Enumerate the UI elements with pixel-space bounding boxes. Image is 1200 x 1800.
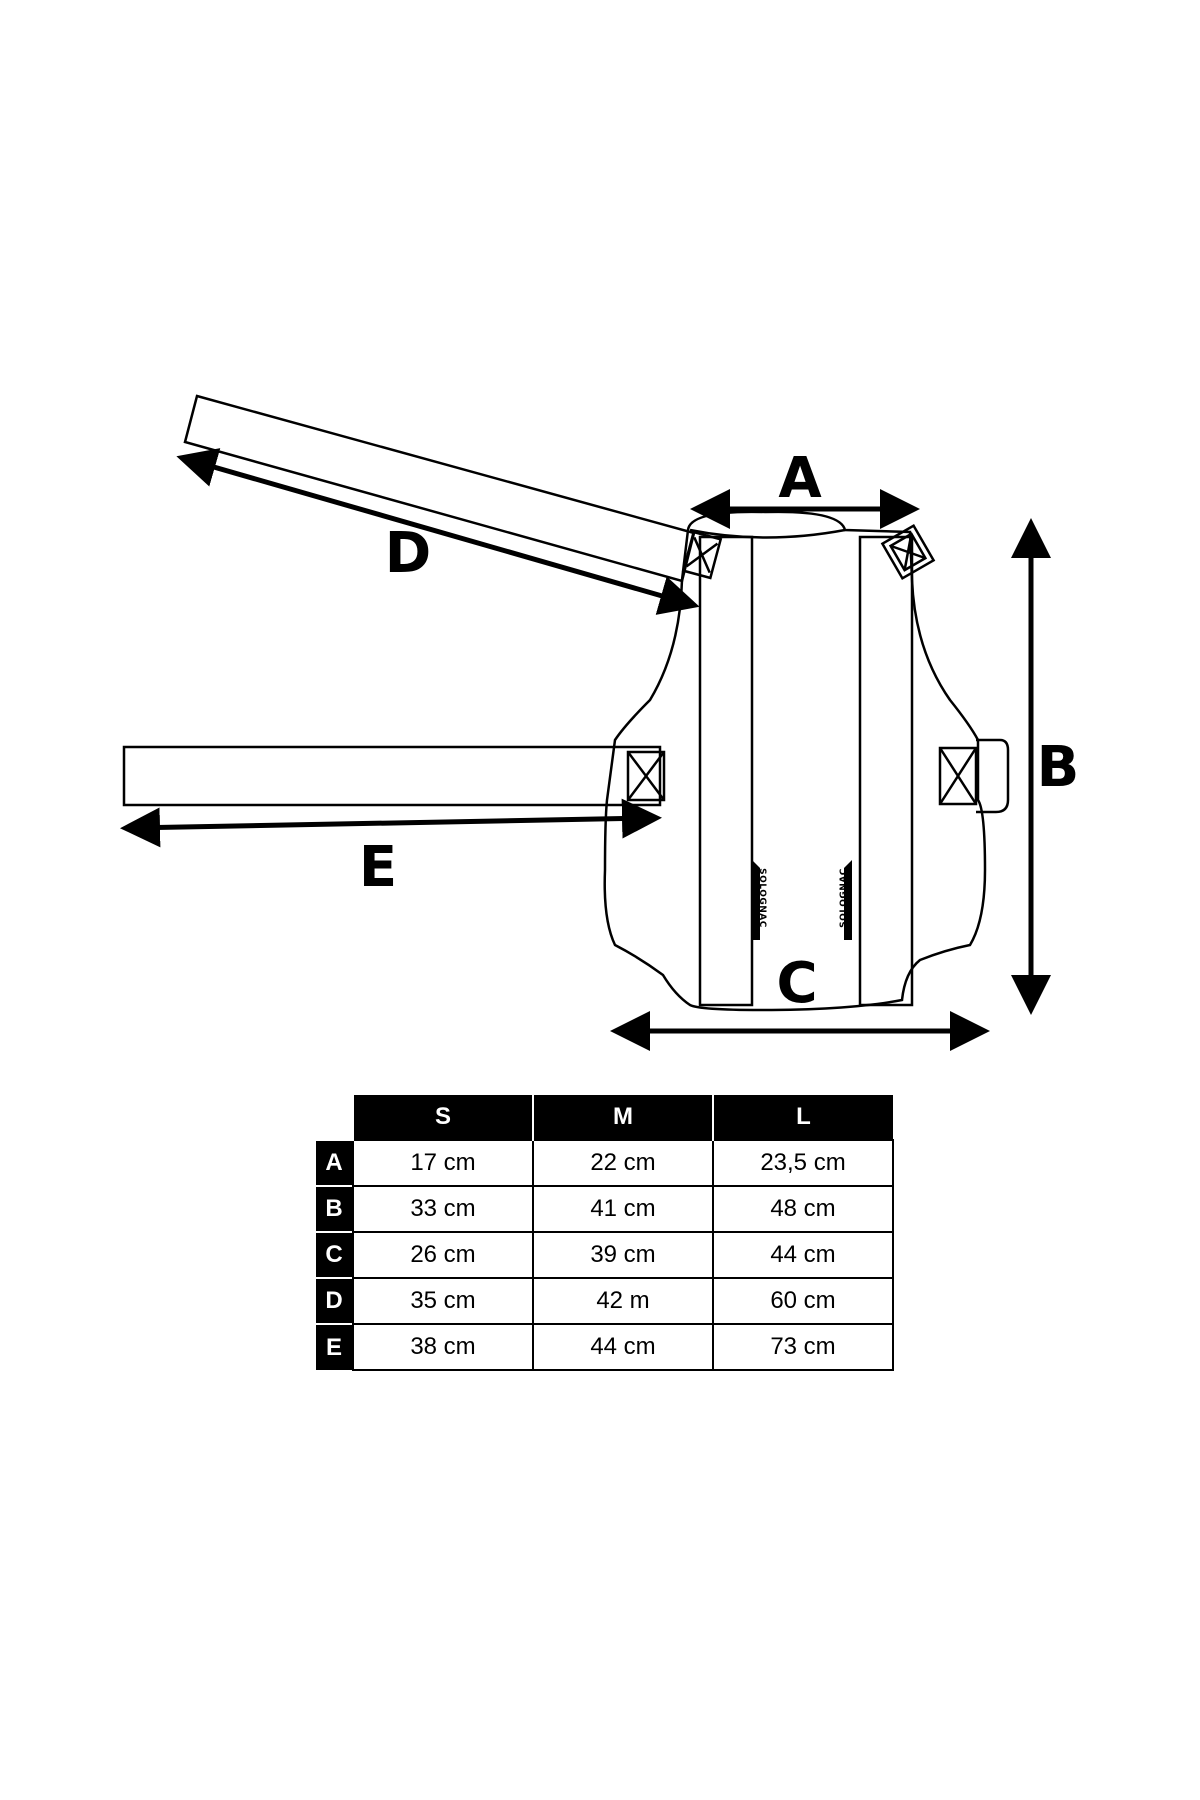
right-band-tab <box>844 860 852 940</box>
left-band-tab <box>752 860 760 940</box>
table-cell: 41 cm <box>532 1185 714 1233</box>
table-row: B 33 cm 41 cm 48 cm <box>316 1185 894 1233</box>
row-label-a: A <box>316 1139 353 1186</box>
left-brand-text: SOLOGNAC <box>757 868 767 928</box>
table-cell: 23,5 cm <box>712 1139 894 1187</box>
vest-body-outline <box>603 510 987 1012</box>
left-reflective-band <box>698 535 754 1007</box>
row-label-b: B <box>316 1185 353 1232</box>
table-cell: 73 cm <box>712 1323 894 1371</box>
right-reflective-band <box>858 535 914 1007</box>
table-cell: 60 cm <box>712 1277 894 1325</box>
row-label-e: E <box>316 1323 353 1370</box>
table-cell: 35 cm <box>352 1277 534 1325</box>
size-header-m: M <box>532 1095 713 1140</box>
table-cell: 44 cm <box>532 1323 714 1371</box>
size-header-l: L <box>712 1095 893 1140</box>
row-label-c: C <box>316 1231 353 1278</box>
vest-neck-line <box>689 528 846 539</box>
dimension-arrow-d <box>176 448 700 615</box>
table-cell: 26 cm <box>352 1231 534 1279</box>
table-row: A 17 cm 22 cm 23,5 cm <box>316 1139 894 1187</box>
table-row: E 38 cm 44 cm 73 cm <box>316 1323 894 1371</box>
dimension-label-b: B <box>1037 735 1080 800</box>
table-cell: 42 m <box>532 1277 714 1325</box>
right-shoulder-buckle <box>880 523 936 581</box>
table-row: C 26 cm 39 cm 44 cm <box>316 1231 894 1279</box>
right-brand-text: SOLOGNAC <box>839 868 849 928</box>
table-cell: 48 cm <box>712 1185 894 1233</box>
table-row: D 35 cm 42 m 60 cm <box>316 1277 894 1325</box>
dimension-label-e: E <box>359 835 397 900</box>
dimension-label-c: C <box>776 951 817 1016</box>
dimension-arrow-e <box>120 798 662 848</box>
table-cell: 39 cm <box>532 1231 714 1279</box>
size-header-s: S <box>352 1095 533 1140</box>
table-cell: 44 cm <box>712 1231 894 1279</box>
table-cell: 33 cm <box>352 1185 534 1233</box>
table-corner <box>316 1095 353 1140</box>
belly-strap-buckle <box>626 750 666 802</box>
belly-strap <box>122 745 662 807</box>
table-cell: 38 cm <box>352 1323 534 1371</box>
size-chart-table: S M L A 17 cm 22 cm 23,5 cm B 33 cm 41 c… <box>316 1095 894 1371</box>
dimension-label-d: D <box>385 521 431 586</box>
size-header-row: S M L <box>316 1095 893 1140</box>
table-cell: 22 cm <box>532 1139 714 1187</box>
dimension-label-a: A <box>778 446 822 511</box>
table-cell: 17 cm <box>352 1139 534 1187</box>
neck-strap <box>183 394 696 583</box>
row-label-d: D <box>316 1277 353 1324</box>
side-buckle-ring <box>938 738 1010 814</box>
